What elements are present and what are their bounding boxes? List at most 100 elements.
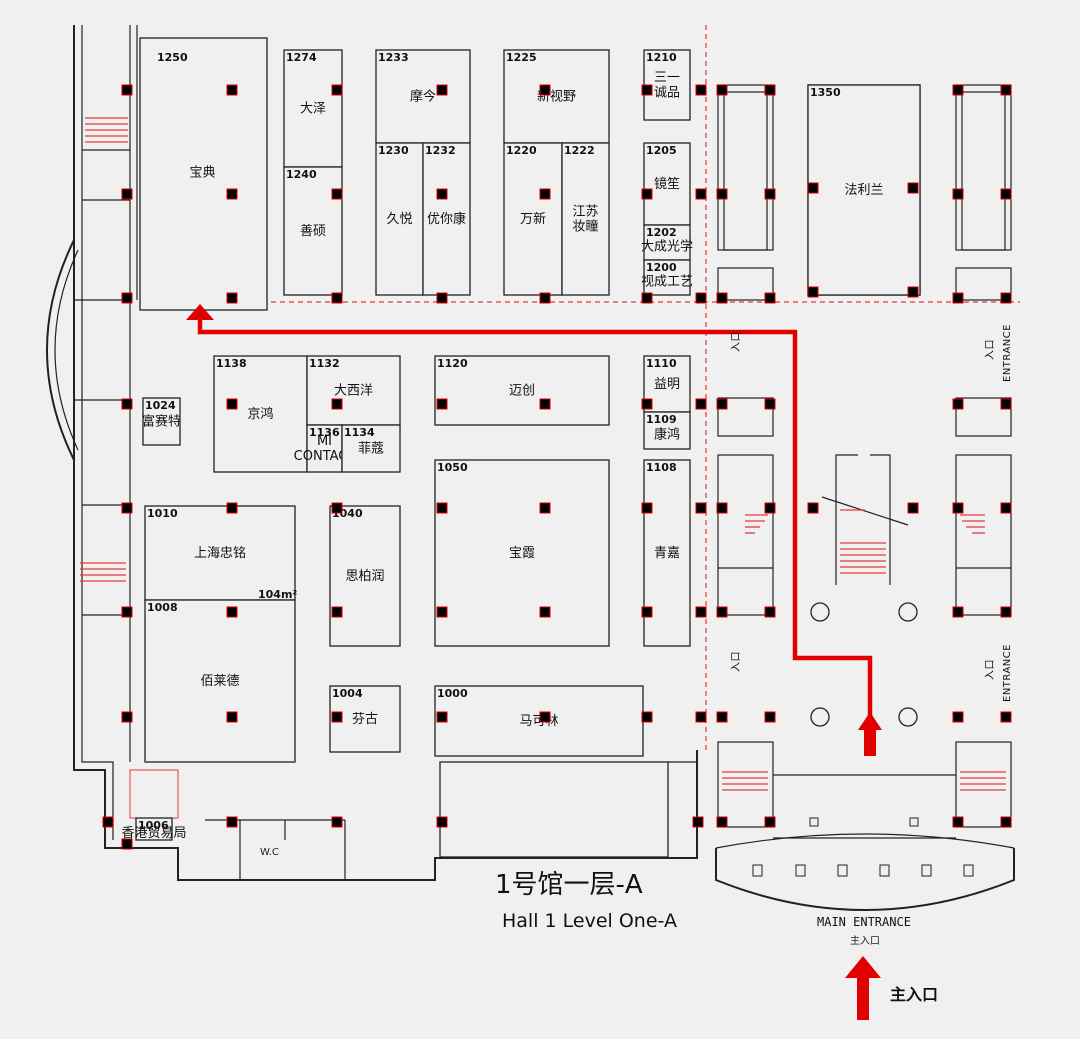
pillar: [641, 711, 653, 723]
booth-outline: [283, 49, 343, 168]
booth-outline: [643, 142, 691, 226]
pillar: [764, 398, 776, 410]
booth-outline: [283, 166, 343, 296]
pillar: [436, 711, 448, 723]
booth-outline: [144, 505, 296, 601]
pillar: [1000, 292, 1012, 304]
pillar: [226, 816, 238, 828]
booth-number: 1222: [564, 144, 595, 157]
stair-entrance-right: [960, 771, 1006, 791]
booth-outline: [643, 259, 691, 296]
pillar: [436, 398, 448, 410]
booth-number: 1120: [437, 357, 468, 370]
entrance-label-cn-1: 入口: [731, 331, 742, 352]
map-title-en: Hall 1 Level One-A: [502, 910, 677, 932]
pillar: [331, 84, 343, 96]
pillar: [641, 502, 653, 514]
booth-name: 视成工艺: [641, 275, 693, 290]
booth-number: 1134: [344, 426, 375, 439]
booth-name: 康鸿: [654, 427, 680, 443]
booth-outline: [139, 37, 268, 311]
route-arrow-head: [186, 304, 214, 320]
pillar: [695, 711, 707, 723]
pillar: [102, 816, 114, 828]
booth-outline: [434, 685, 644, 757]
pillar: [539, 292, 551, 304]
entrance-label-cn-3: 入口: [985, 339, 996, 360]
entrance-label-en-2: ENTRANCE: [1002, 644, 1013, 702]
pillar: [641, 292, 653, 304]
booth-number: 1024: [145, 399, 176, 412]
pillar: [1000, 398, 1012, 410]
pillar: [539, 606, 551, 618]
pillar: [764, 711, 776, 723]
pillar: [539, 711, 551, 723]
pillar: [1000, 188, 1012, 200]
booth-name: 宝霞: [509, 546, 535, 561]
booth-name: 诚品: [654, 86, 680, 101]
pillar: [716, 711, 728, 723]
booth-name: 久悦: [386, 212, 412, 227]
booth-name: 青嘉: [654, 546, 680, 561]
pillar: [952, 816, 964, 828]
pillar: [121, 292, 133, 304]
booth-name: 优你康: [427, 211, 466, 227]
pillar: [539, 398, 551, 410]
stair-right-1: [745, 514, 768, 534]
booth-1230[interactable]: 1230 久悦: [375, 142, 424, 296]
booth-number: 1250: [157, 51, 188, 64]
pillar: [539, 84, 551, 96]
map-labels: W.C 104m² 入口 入口 入口 ENTRANCE 入口 ENTRANCE …: [258, 324, 1013, 1004]
entrance-label-en-1: ENTRANCE: [1002, 324, 1013, 382]
pillar: [807, 502, 819, 514]
pillar: [952, 188, 964, 200]
pillar: [695, 84, 707, 96]
booth-outline: [135, 817, 173, 841]
booth-number: 1004: [332, 687, 363, 700]
pillar: [952, 84, 964, 96]
pillar: [331, 502, 343, 514]
booth-number: 1109: [646, 413, 677, 426]
booth-number: 1205: [646, 144, 677, 157]
pillar: [121, 838, 133, 850]
booth-outline: [329, 505, 401, 647]
entrance-arrow-icon: [858, 712, 882, 730]
pillar: [121, 398, 133, 410]
booth-number: 1233: [378, 51, 409, 64]
pillar: [695, 606, 707, 618]
booth-outline: [561, 142, 610, 296]
pillar: [539, 188, 551, 200]
pillar: [641, 188, 653, 200]
booth-number: 1230: [378, 144, 409, 157]
booth-outline: [434, 355, 610, 426]
